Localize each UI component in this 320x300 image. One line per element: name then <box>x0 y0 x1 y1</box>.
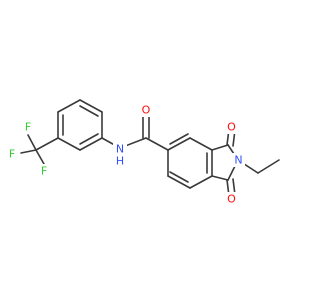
bond-ring-b-2 <box>189 137 213 151</box>
bond-ring-c-1 <box>211 144 229 151</box>
bond-cf-bottom <box>35 149 45 165</box>
amide-oxygen-symbol: O <box>142 104 151 117</box>
fluorine-left-symbol: F <box>9 148 15 161</box>
bond-ring-a-2 <box>57 99 81 113</box>
amide-nitrogen-label: N H <box>113 142 127 168</box>
bond-ring-b-1-inner <box>169 133 189 145</box>
imide-oxygen-bottom-symbol: O <box>227 193 236 206</box>
fluorine-bottom-symbol: F <box>41 165 47 178</box>
amide-hydrogen-symbol: H <box>116 155 124 168</box>
bond-cf-left <box>20 149 37 154</box>
imide-oxygen-top-symbol: O <box>227 121 236 134</box>
amide-oxygen-label: O <box>139 103 153 117</box>
bond-ring-b-4 <box>189 175 213 189</box>
fluorine-top-symbol: F <box>25 121 31 134</box>
amide-nitrogen-symbol: N <box>116 143 124 156</box>
imide-oxygen-bottom-label: O <box>225 192 238 206</box>
bond-ring-b-5 <box>167 175 191 189</box>
imide-oxygen-top-label: O <box>225 120 238 134</box>
fluorine-top-label: F <box>22 120 34 134</box>
bond-ring-b-1 <box>167 137 191 151</box>
bond-ring-a-5 <box>79 137 103 151</box>
bond-ring-a-3 <box>79 99 103 113</box>
bond-c-cf3 <box>35 137 59 151</box>
fluorine-bottom-label: F <box>38 164 50 178</box>
imide-nitrogen-label: N <box>232 153 245 167</box>
bond-ring-a-5-inner <box>79 133 99 145</box>
fluorine-left-label: F <box>6 147 18 161</box>
bond-ring-a-3-inner <box>79 105 99 117</box>
bond-ring-c-4 <box>211 175 229 181</box>
bond-n-ethyl-2 <box>257 159 280 174</box>
molecule-structure: F F F N H O N O O <box>6 99 280 206</box>
atom-labels: F F F N H O N O O <box>6 103 245 206</box>
bond-carbonyl-ring <box>145 137 169 151</box>
imide-nitrogen-symbol: N <box>234 154 242 167</box>
bond-ring-a-6 <box>57 137 81 151</box>
bond-ring-b-5-inner <box>169 171 189 183</box>
bond-cf-top <box>27 134 37 151</box>
